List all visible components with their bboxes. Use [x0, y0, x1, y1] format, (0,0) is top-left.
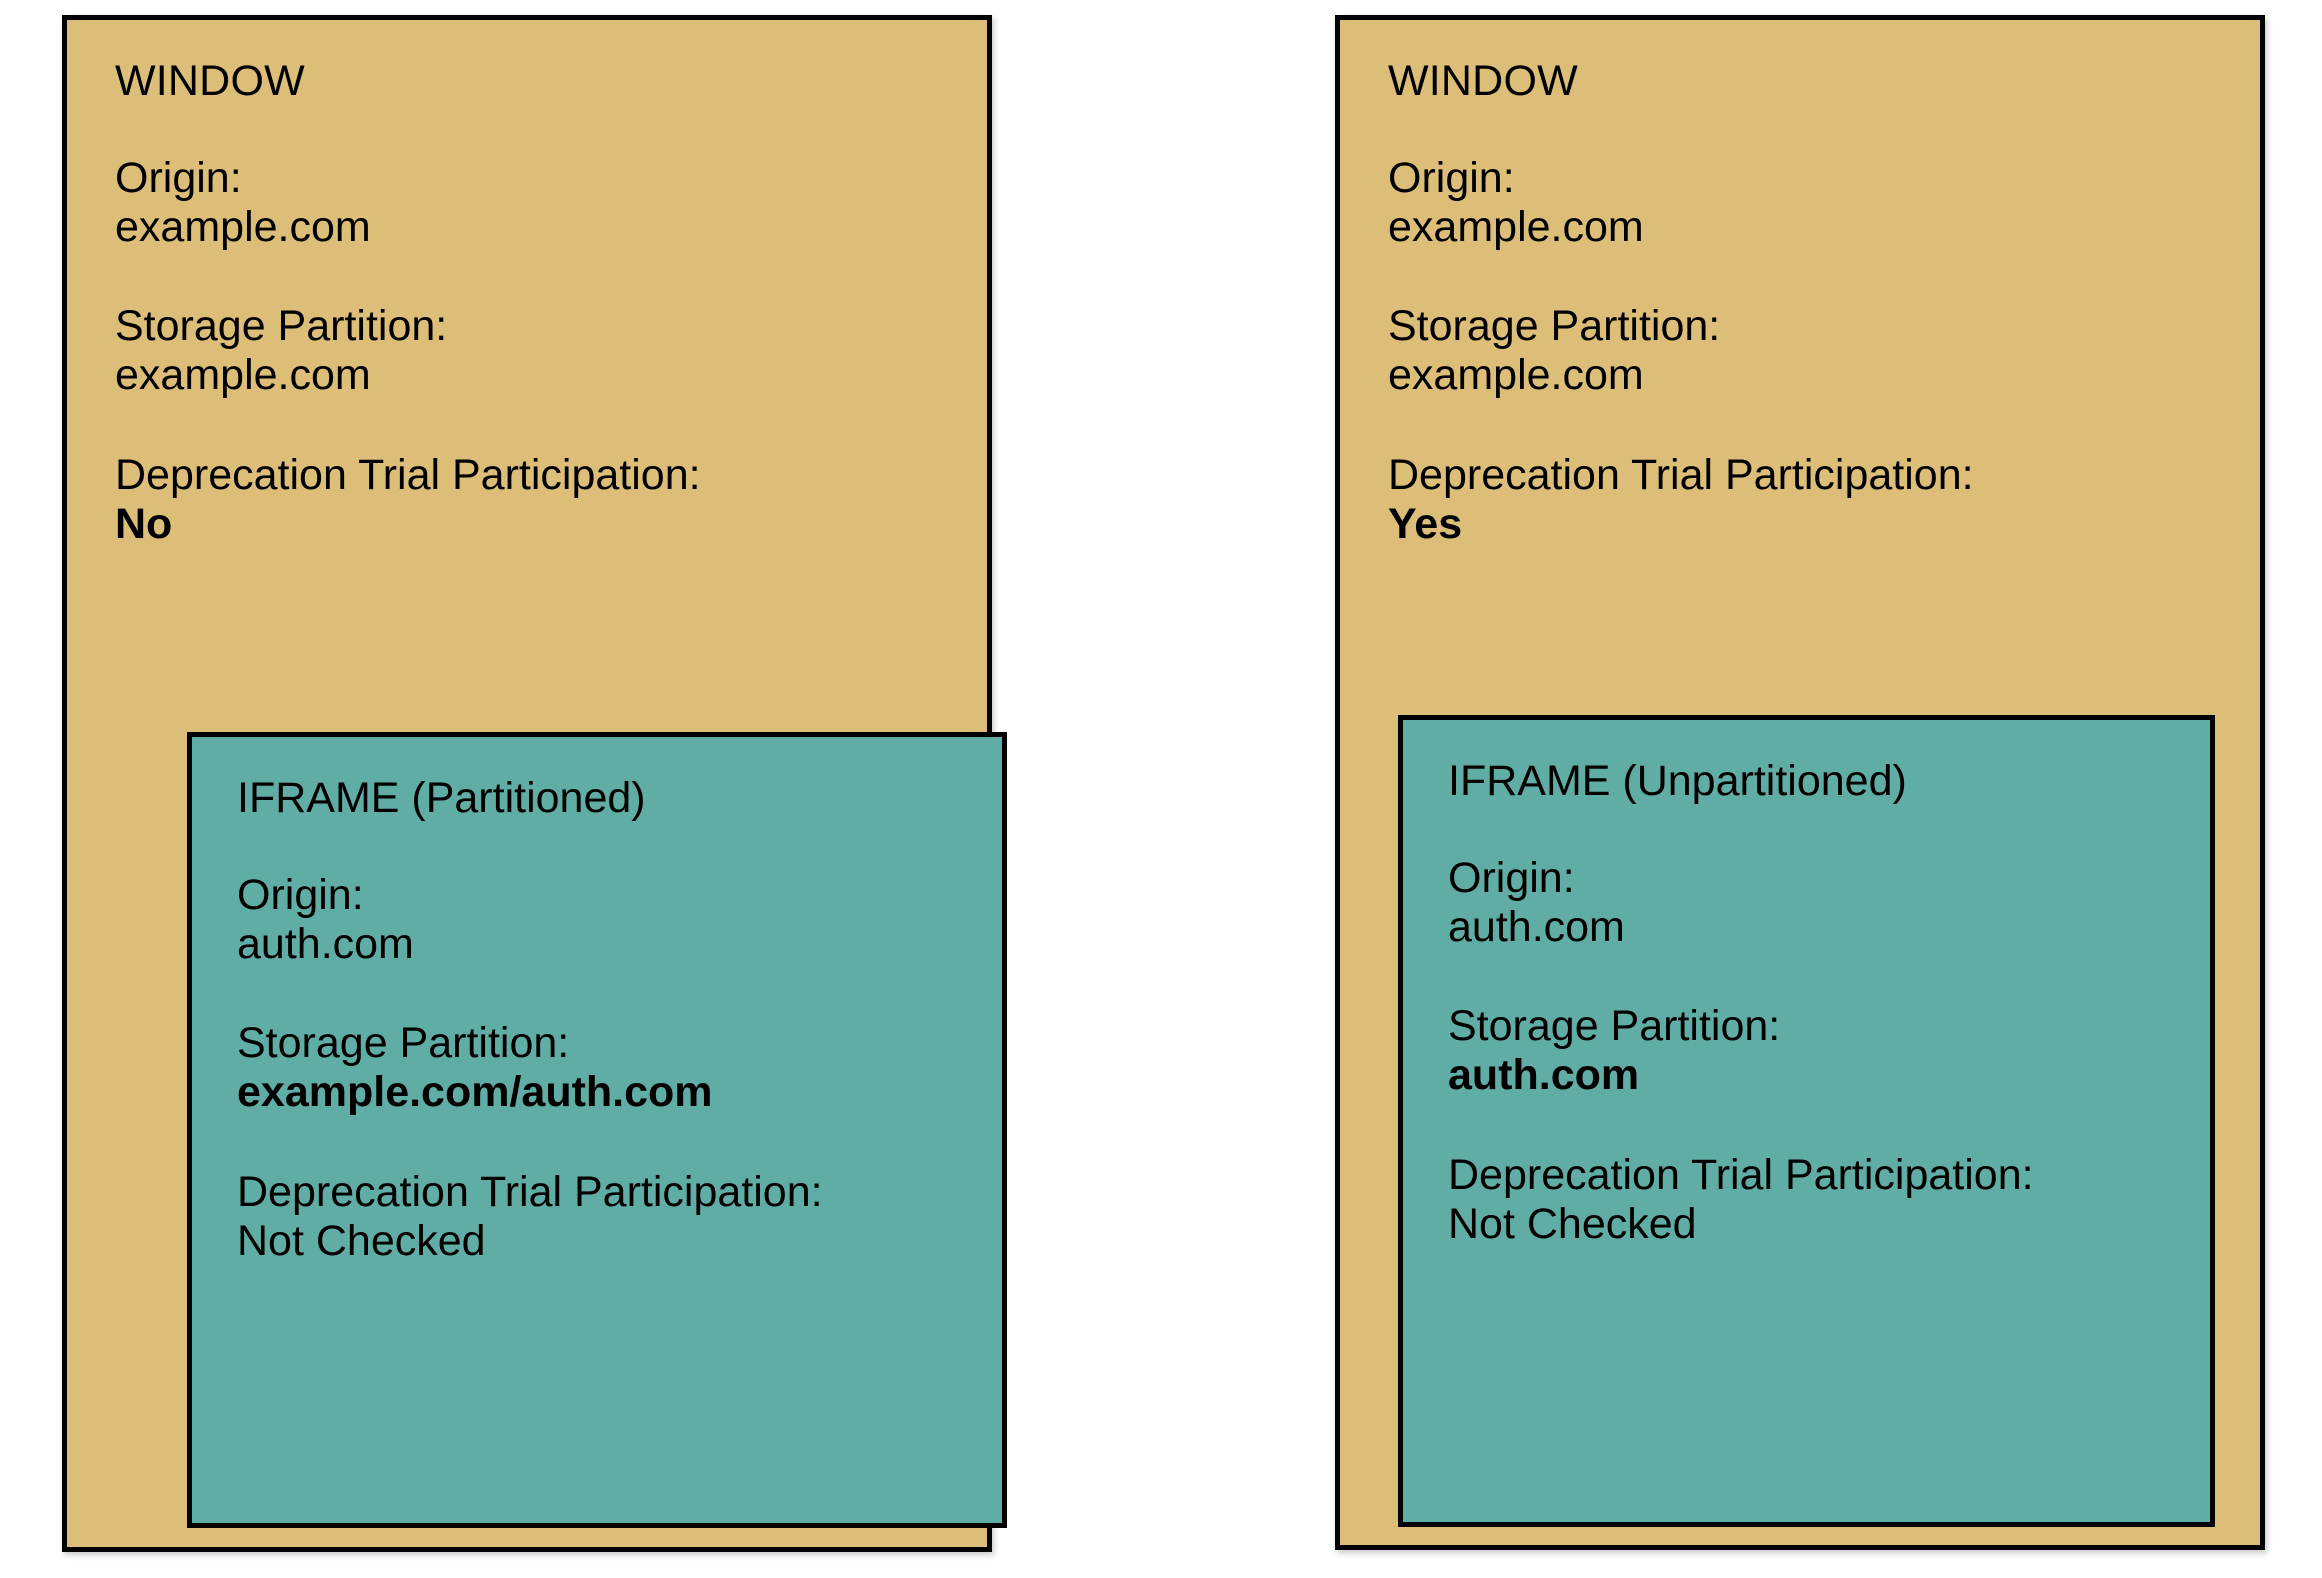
field-value-deprecation-trial: No — [115, 499, 173, 548]
field-value-storage-partition: example.com/auth.com — [237, 1068, 713, 1117]
field-value-storage-partition: example.com — [115, 351, 371, 400]
field-label-storage-partition: Storage Partition: — [1388, 302, 1721, 351]
field-label-origin: Origin: — [1388, 154, 1515, 203]
field-storage-partition-iframe-left: Storage Partition: example.com/auth.com — [237, 1019, 982, 1117]
field-value-deprecation-trial: Not Checked — [237, 1216, 486, 1265]
iframe-content-left: IFRAME (Partitioned) Origin: auth.com St… — [237, 775, 982, 1266]
field-label-deprecation-trial: Deprecation Trial Participation: — [115, 450, 701, 499]
field-storage-partition-window-left: Storage Partition: example.com — [115, 302, 963, 400]
field-label-deprecation-trial: Deprecation Trial Participation: — [237, 1167, 823, 1216]
field-origin-iframe-left: Origin: auth.com — [237, 871, 982, 969]
field-value-storage-partition: example.com — [1388, 351, 1644, 400]
window-content-left: WINDOW Origin: example.com Storage Parti… — [115, 58, 963, 549]
field-value-deprecation-trial: Not Checked — [1448, 1199, 1697, 1248]
field-deprecation-trial-window-right: Deprecation Trial Participation: Yes — [1388, 451, 2236, 549]
field-label-origin: Origin: — [237, 871, 364, 920]
iframe-panel-unpartitioned: IFRAME (Unpartitioned) Origin: auth.com … — [1398, 715, 2215, 1527]
field-value-origin: example.com — [1388, 203, 1644, 252]
field-origin-iframe-right: Origin: auth.com — [1448, 854, 2190, 952]
window-panel-unpartitioned: WINDOW Origin: example.com Storage Parti… — [1335, 15, 2265, 1550]
iframe-content-right: IFRAME (Unpartitioned) Origin: auth.com … — [1448, 758, 2190, 1249]
field-label-deprecation-trial: Deprecation Trial Participation: — [1448, 1150, 2034, 1199]
window-panel-partitioned: WINDOW Origin: example.com Storage Parti… — [62, 15, 1007, 1552]
iframe-title-right: IFRAME (Unpartitioned) — [1448, 757, 1907, 805]
field-value-origin: example.com — [115, 203, 371, 252]
field-label-origin: Origin: — [1448, 854, 1575, 903]
iframe-panel-partitioned: IFRAME (Partitioned) Origin: auth.com St… — [187, 732, 1007, 1528]
field-origin-window-right: Origin: example.com — [1388, 154, 2236, 252]
field-deprecation-trial-window-left: Deprecation Trial Participation: No — [115, 451, 963, 549]
field-label-storage-partition: Storage Partition: — [115, 302, 448, 351]
field-label-storage-partition: Storage Partition: — [1448, 1002, 1781, 1051]
field-deprecation-trial-iframe-right: Deprecation Trial Participation: Not Che… — [1448, 1151, 2190, 1249]
window-title-left: WINDOW — [115, 57, 305, 105]
field-label-deprecation-trial: Deprecation Trial Participation: — [1388, 450, 1974, 499]
field-label-origin: Origin: — [115, 154, 242, 203]
field-value-storage-partition: auth.com — [1448, 1051, 1640, 1100]
field-value-origin: auth.com — [1448, 903, 1625, 952]
field-storage-partition-iframe-right: Storage Partition: auth.com — [1448, 1002, 2190, 1100]
window-content-right: WINDOW Origin: example.com Storage Parti… — [1388, 58, 2236, 549]
field-label-storage-partition: Storage Partition: — [237, 1019, 570, 1068]
field-value-deprecation-trial: Yes — [1388, 499, 1463, 548]
field-deprecation-trial-iframe-left: Deprecation Trial Participation: Not Che… — [237, 1168, 982, 1266]
field-value-origin: auth.com — [237, 920, 414, 969]
iframe-title-left: IFRAME (Partitioned) — [237, 774, 646, 822]
field-origin-window-left: Origin: example.com — [115, 154, 963, 252]
field-storage-partition-window-right: Storage Partition: example.com — [1388, 302, 2236, 400]
window-title-right: WINDOW — [1388, 57, 1578, 105]
